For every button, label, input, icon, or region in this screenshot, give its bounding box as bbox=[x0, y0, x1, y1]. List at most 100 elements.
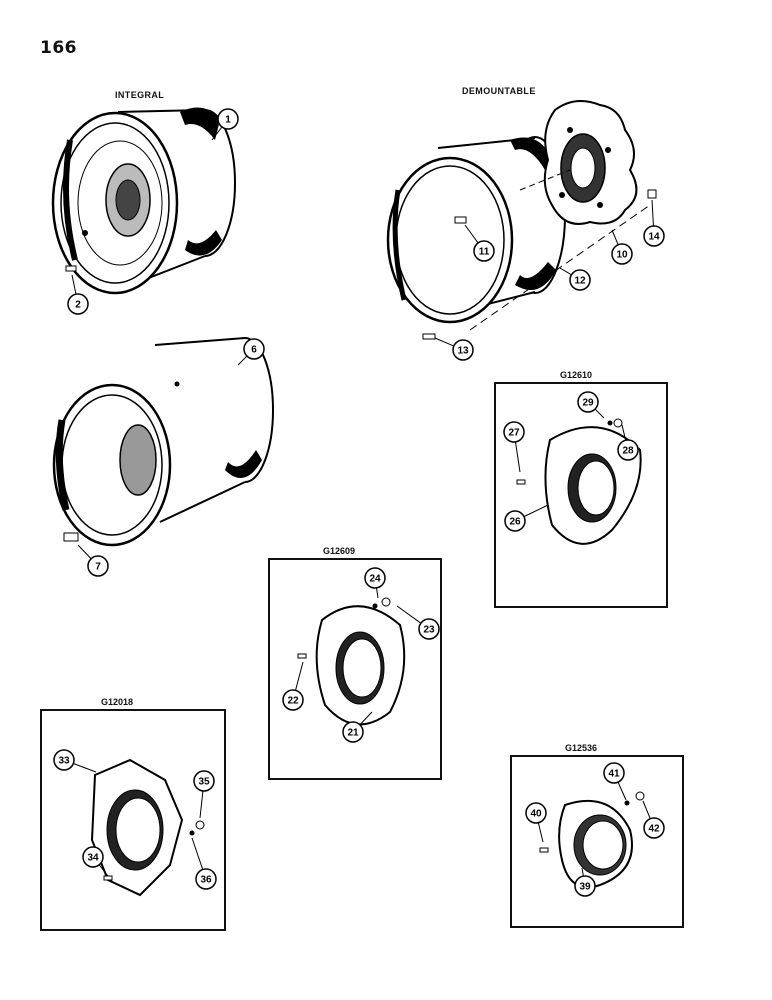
callout-23: 23 bbox=[396, 605, 440, 640]
callout-number: 36 bbox=[200, 875, 212, 886]
callout-leader bbox=[237, 355, 248, 366]
callout-1: 1 bbox=[211, 108, 239, 141]
callout-number: 27 bbox=[508, 428, 520, 439]
wheel-weight-g12536 bbox=[539, 791, 645, 889]
panel-g12018 bbox=[40, 709, 226, 931]
callout-circle bbox=[617, 439, 639, 461]
callout-40: 40 bbox=[525, 802, 547, 843]
callout-leader bbox=[523, 504, 549, 518]
panel-label-g12018: G12018 bbox=[101, 697, 134, 707]
callout-circle bbox=[569, 269, 591, 291]
callout-circle bbox=[577, 391, 599, 413]
callout-circle bbox=[282, 689, 304, 711]
callout-12: 12 bbox=[559, 267, 591, 291]
callout-group: 1267101112131421222324262728293334353639… bbox=[53, 108, 665, 897]
callout-29: 29 bbox=[577, 391, 605, 419]
callout-circle bbox=[525, 802, 547, 824]
callout-number: 23 bbox=[423, 625, 435, 636]
callout-number: 41 bbox=[608, 769, 620, 780]
callout-circle bbox=[418, 618, 440, 640]
callout-leader bbox=[295, 661, 304, 691]
callout-22: 22 bbox=[282, 661, 304, 711]
callout-number: 12 bbox=[574, 276, 586, 287]
callout-11: 11 bbox=[464, 224, 495, 262]
callout-number: 13 bbox=[457, 346, 469, 357]
callout-circle bbox=[611, 243, 633, 265]
callout-leader bbox=[199, 790, 204, 819]
callout-circle bbox=[503, 421, 525, 443]
callout-28: 28 bbox=[617, 424, 639, 461]
page-number: 166 bbox=[40, 38, 77, 58]
callout-leader bbox=[651, 199, 654, 227]
callout-24: 24 bbox=[364, 567, 386, 599]
panel-g12536 bbox=[510, 755, 684, 928]
callout-leader bbox=[375, 587, 379, 599]
demountable-center-disc bbox=[543, 100, 638, 225]
callout-number: 21 bbox=[347, 728, 359, 739]
callout-number: 11 bbox=[479, 247, 490, 258]
callout-circle bbox=[217, 108, 239, 130]
callout-leader bbox=[73, 763, 97, 773]
panel-g12610 bbox=[494, 382, 668, 608]
callout-leader bbox=[71, 274, 77, 295]
callout-circle bbox=[195, 868, 217, 890]
callout-leader bbox=[537, 822, 544, 843]
callout-circle bbox=[603, 762, 625, 784]
callout-leader bbox=[581, 867, 584, 877]
hardware-bolts bbox=[63, 189, 657, 542]
callout-circle bbox=[574, 875, 596, 897]
callout-leader bbox=[464, 224, 479, 244]
callout-leader bbox=[434, 337, 455, 347]
callout-number: 42 bbox=[648, 824, 660, 835]
callout-number: 10 bbox=[616, 250, 628, 261]
callout-leader bbox=[98, 864, 109, 877]
callout-number: 39 bbox=[579, 882, 591, 893]
heading-demountable: DEMOUNTABLE bbox=[462, 86, 536, 96]
callout-leader bbox=[514, 441, 521, 473]
callout-number: 24 bbox=[369, 574, 381, 585]
callout-14: 14 bbox=[643, 199, 665, 247]
callout-number: 40 bbox=[530, 809, 542, 820]
callout-circle bbox=[82, 846, 104, 868]
callout-6: 6 bbox=[237, 338, 265, 366]
wheel-weight-g12018 bbox=[90, 758, 205, 897]
callout-number: 26 bbox=[509, 517, 521, 528]
callout-41: 41 bbox=[603, 762, 627, 801]
callout-33: 33 bbox=[53, 749, 97, 773]
callout-circle bbox=[364, 567, 386, 589]
callout-circle bbox=[53, 749, 75, 771]
callout-number: 33 bbox=[58, 756, 70, 767]
callout-circle bbox=[342, 721, 364, 743]
callout-21: 21 bbox=[342, 711, 373, 743]
callout-leader bbox=[191, 837, 204, 870]
callout-36: 36 bbox=[191, 837, 217, 890]
callout-26: 26 bbox=[504, 504, 549, 532]
panel-label-g12536: G12536 bbox=[565, 743, 598, 753]
callout-leader bbox=[77, 544, 92, 560]
callout-number: 22 bbox=[287, 696, 299, 707]
callout-leader bbox=[594, 408, 605, 419]
callout-leader bbox=[211, 126, 223, 141]
integral-wheel bbox=[51, 107, 236, 295]
callout-leader bbox=[396, 605, 422, 624]
callout-number: 28 bbox=[622, 446, 634, 457]
heading-integral: INTEGRAL bbox=[115, 90, 165, 100]
callout-number: 34 bbox=[87, 853, 99, 864]
callout-circle bbox=[67, 293, 89, 315]
wheel-weight-g12610 bbox=[516, 418, 642, 545]
callout-circle bbox=[504, 510, 526, 532]
callout-leader bbox=[621, 424, 627, 441]
callout-13: 13 bbox=[434, 337, 474, 361]
callout-leader bbox=[617, 781, 627, 801]
callout-10: 10 bbox=[611, 229, 633, 265]
callout-number: 29 bbox=[582, 398, 594, 409]
callout-leader bbox=[611, 229, 619, 245]
panel-g12609 bbox=[268, 558, 442, 780]
callout-circle bbox=[643, 225, 665, 247]
callout-number: 2 bbox=[75, 300, 81, 311]
panel-label-g12609: G12609 bbox=[323, 546, 356, 556]
callout-27: 27 bbox=[503, 421, 525, 473]
callout-circle bbox=[193, 770, 215, 792]
callout-39: 39 bbox=[574, 867, 596, 897]
